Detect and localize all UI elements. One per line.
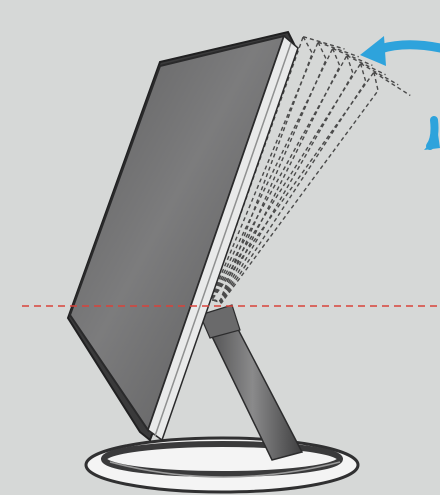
tilt-ghost-top-edge [371,72,414,95]
tilt-ghost-top-edge [358,64,401,85]
tilt-ghost-top-edge [303,37,345,49]
stand-base [86,438,358,492]
tilt-ghost-top-edge [317,42,360,57]
tilt-arrow-icon [360,36,440,66]
tilt-arrow-icon [424,120,440,150]
